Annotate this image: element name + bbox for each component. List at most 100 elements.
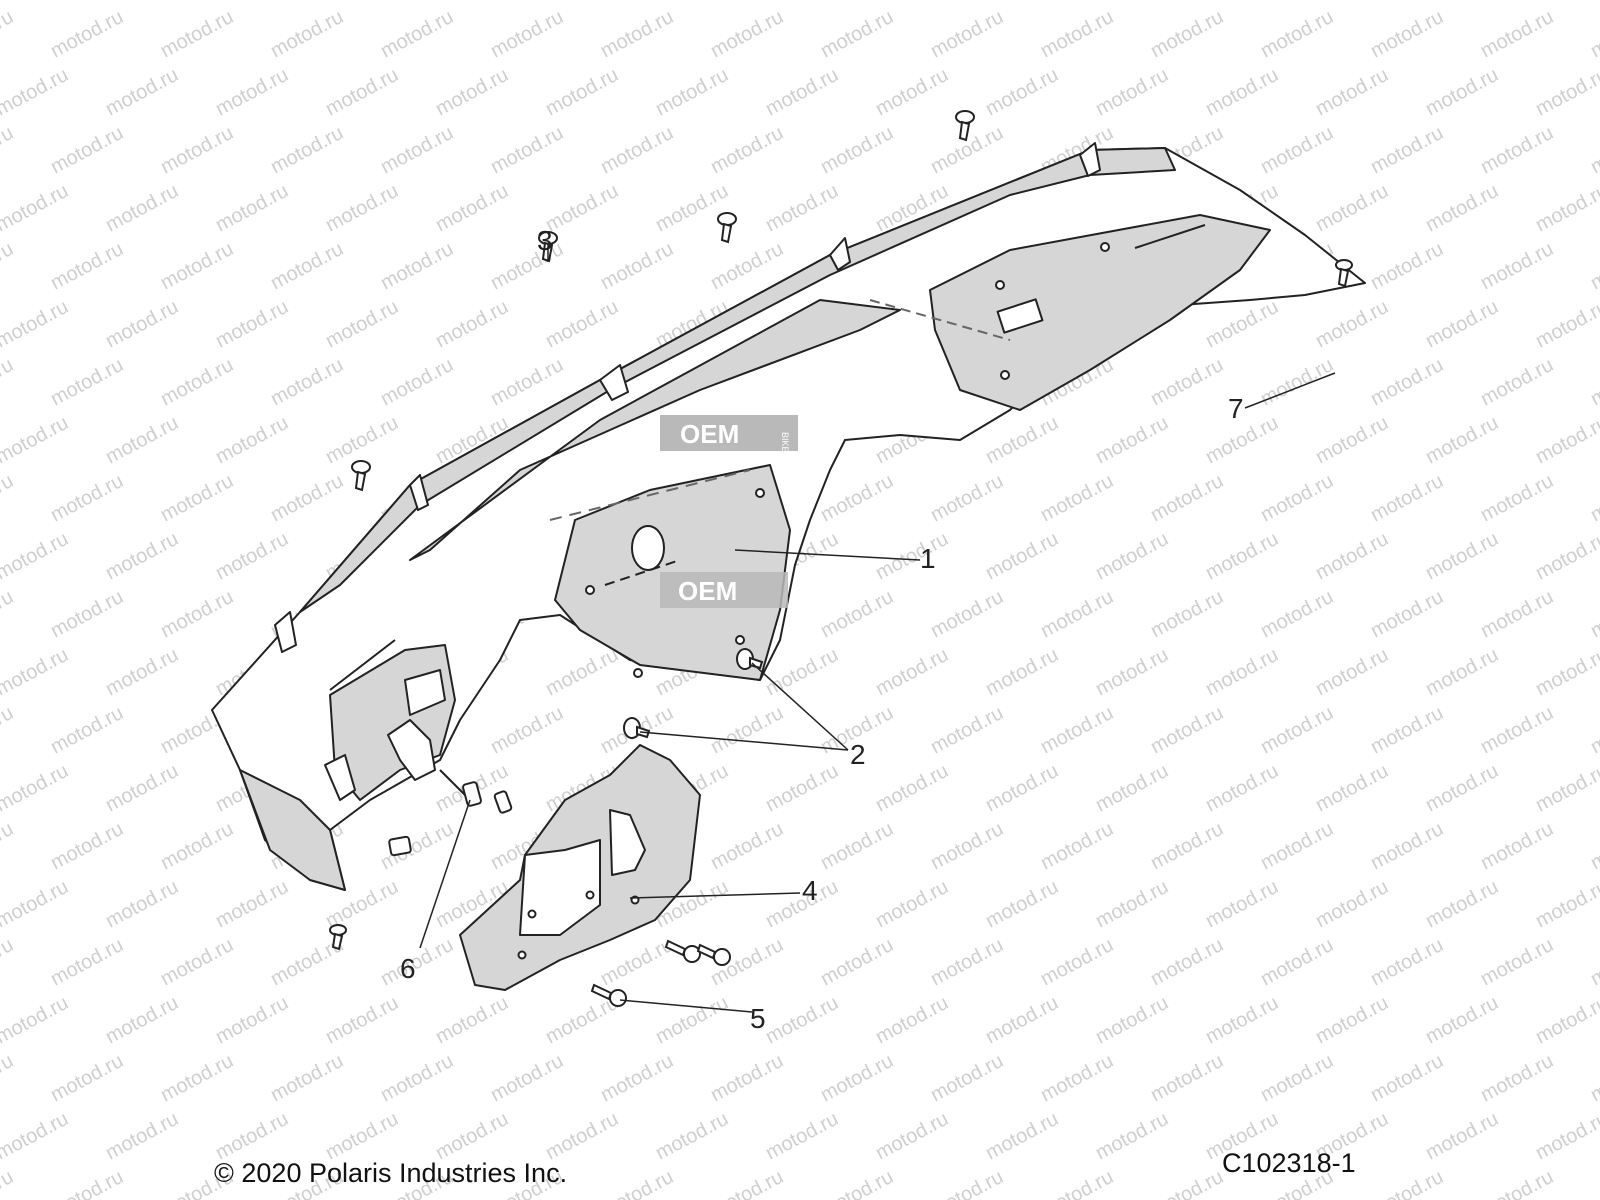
watermark-text: motod.ru [0, 238, 17, 294]
push-rivet-icon [329, 924, 347, 951]
watermark-text: motod.ru [0, 702, 17, 758]
watermark-text: motod.ru [1147, 818, 1227, 874]
watermark-text: motod.ru [212, 412, 292, 468]
watermark-text: motod.ru [652, 0, 732, 4]
watermark-text: motod.ru [102, 64, 182, 120]
watermark-text: motod.ru [0, 122, 17, 178]
watermark-text: motod.ru [102, 412, 182, 468]
watermark-text: motod.ru [872, 528, 952, 584]
watermark-text: motod.ru [377, 238, 457, 294]
watermark-text: motod.ru [0, 296, 72, 352]
watermark-text: motod.ru [762, 0, 842, 4]
watermark-text: motod.ru [322, 296, 402, 352]
watermark-text: motod.ru [982, 528, 1062, 584]
watermark-text: motod.ru [1202, 528, 1282, 584]
flat-rivet-icon [623, 717, 651, 739]
watermark-text: motod.ru [1587, 818, 1600, 874]
watermark-text: motod.ru [1257, 586, 1337, 642]
watermark-text: motod.ru [1147, 1050, 1227, 1106]
watermark-text: motod.ru [1367, 702, 1447, 758]
watermark-text: motod.ru [1312, 296, 1392, 352]
watermark-text: motod.ru [1312, 992, 1392, 1048]
watermark-text: motod.ru [1587, 1166, 1600, 1200]
watermark-text: motod.ru [1257, 6, 1337, 62]
watermark-text: motod.ru [1037, 6, 1117, 62]
watermark-text: motod.ru [762, 64, 842, 120]
watermark-text: motod.ru [1147, 470, 1227, 526]
watermark-text: motod.ru [1147, 934, 1227, 990]
watermark-text: motod.ru [1092, 876, 1172, 932]
watermark-text: motod.ru [1312, 180, 1392, 236]
watermark-text: motod.ru [1367, 6, 1447, 62]
watermark-text: motod.ru [1202, 296, 1282, 352]
push-rivet-icon [1335, 259, 1353, 288]
watermark-text: motod.ru [542, 180, 622, 236]
watermark-text: motod.ru [597, 1166, 677, 1200]
watermark-text: motod.ru [432, 992, 512, 1048]
watermark-text: motod.ru [102, 528, 182, 584]
callout-4: 4 [802, 875, 818, 906]
watermark-text: motod.ru [1312, 64, 1392, 120]
watermark-text: motod.ru [1257, 470, 1337, 526]
watermark-text: motod.ru [0, 470, 17, 526]
watermark-text: motod.ru [47, 6, 127, 62]
watermark-text: motod.ru [487, 6, 567, 62]
watermark-text: motod.ru [1147, 1166, 1227, 1200]
watermark-text: motod.ru [1202, 644, 1282, 700]
watermark-text: motod.ru [1587, 6, 1600, 62]
watermark-text: motod.ru [0, 1166, 17, 1200]
watermark-text: motod.ru [47, 586, 127, 642]
watermark-text: motod.ru [1422, 412, 1502, 468]
watermark-text: motod.ru [432, 0, 512, 4]
watermark-text: motod.ru [212, 0, 292, 4]
watermark-text: motod.ru [817, 934, 897, 990]
watermark-text: motod.ru [1532, 180, 1600, 236]
watermark-text: motod.ru [982, 876, 1062, 932]
watermark-text: motod.ru [1532, 644, 1600, 700]
watermark-text: motod.ru [1477, 238, 1557, 294]
watermark-text: motod.ru [157, 354, 237, 410]
watermark-text: motod.ru [762, 1108, 842, 1164]
watermark-text: motod.ru [157, 1050, 237, 1106]
watermark-text: motod.ru [377, 6, 457, 62]
watermark-text: motod.ru [817, 818, 897, 874]
watermark-text: motod.ru [817, 586, 897, 642]
watermark-text: motod.ru [267, 122, 347, 178]
watermark-text: motod.ru [597, 1050, 677, 1106]
copyright-notice: © 2020 Polaris Industries Inc. [214, 1158, 568, 1188]
watermark-text: motod.ru [707, 702, 787, 758]
watermark-text: motod.ru [102, 760, 182, 816]
watermark-text: motod.ru [1257, 818, 1337, 874]
watermark-text: motod.ru [47, 818, 127, 874]
watermark-text: motod.ru [1312, 0, 1392, 4]
watermark-text: motod.ru [707, 1050, 787, 1106]
push-rivet-icon [351, 460, 371, 492]
watermark-text: motod.ru [762, 180, 842, 236]
watermark-text: motod.ru [1532, 528, 1600, 584]
watermark-text: motod.ru [1532, 296, 1600, 352]
watermark-text: motod.ru [267, 470, 347, 526]
watermark-text: motod.ru [322, 180, 402, 236]
watermark-text: motod.ru [762, 992, 842, 1048]
watermark-text: motod.ru [377, 1050, 457, 1106]
watermark-text: motod.ru [1202, 64, 1282, 120]
watermark-text: motod.ru [542, 296, 622, 352]
watermark-text: motod.ru [1202, 876, 1282, 932]
watermark-text: motod.ru [432, 1108, 512, 1164]
watermark-text: motod.ru [102, 992, 182, 1048]
watermark-text: motod.ru [817, 1050, 897, 1106]
watermark-text: motod.ru [487, 238, 567, 294]
watermark-text: motod.ru [0, 354, 17, 410]
watermark-text: motod.ru [1092, 64, 1172, 120]
watermark-text: motod.ru [1477, 6, 1557, 62]
watermark-text: motod.ru [0, 412, 72, 468]
watermark-text: motod.ru [102, 644, 182, 700]
watermark-text: motod.ru [927, 1166, 1007, 1200]
watermark-text: motod.ru [1587, 122, 1600, 178]
watermark-text: motod.ru [1037, 818, 1117, 874]
callout-1: 1 [920, 543, 936, 574]
watermark-text: motod.ru [1037, 1050, 1117, 1106]
watermark-text: motod.ru [817, 122, 897, 178]
watermark-text: motod.ru [1587, 586, 1600, 642]
